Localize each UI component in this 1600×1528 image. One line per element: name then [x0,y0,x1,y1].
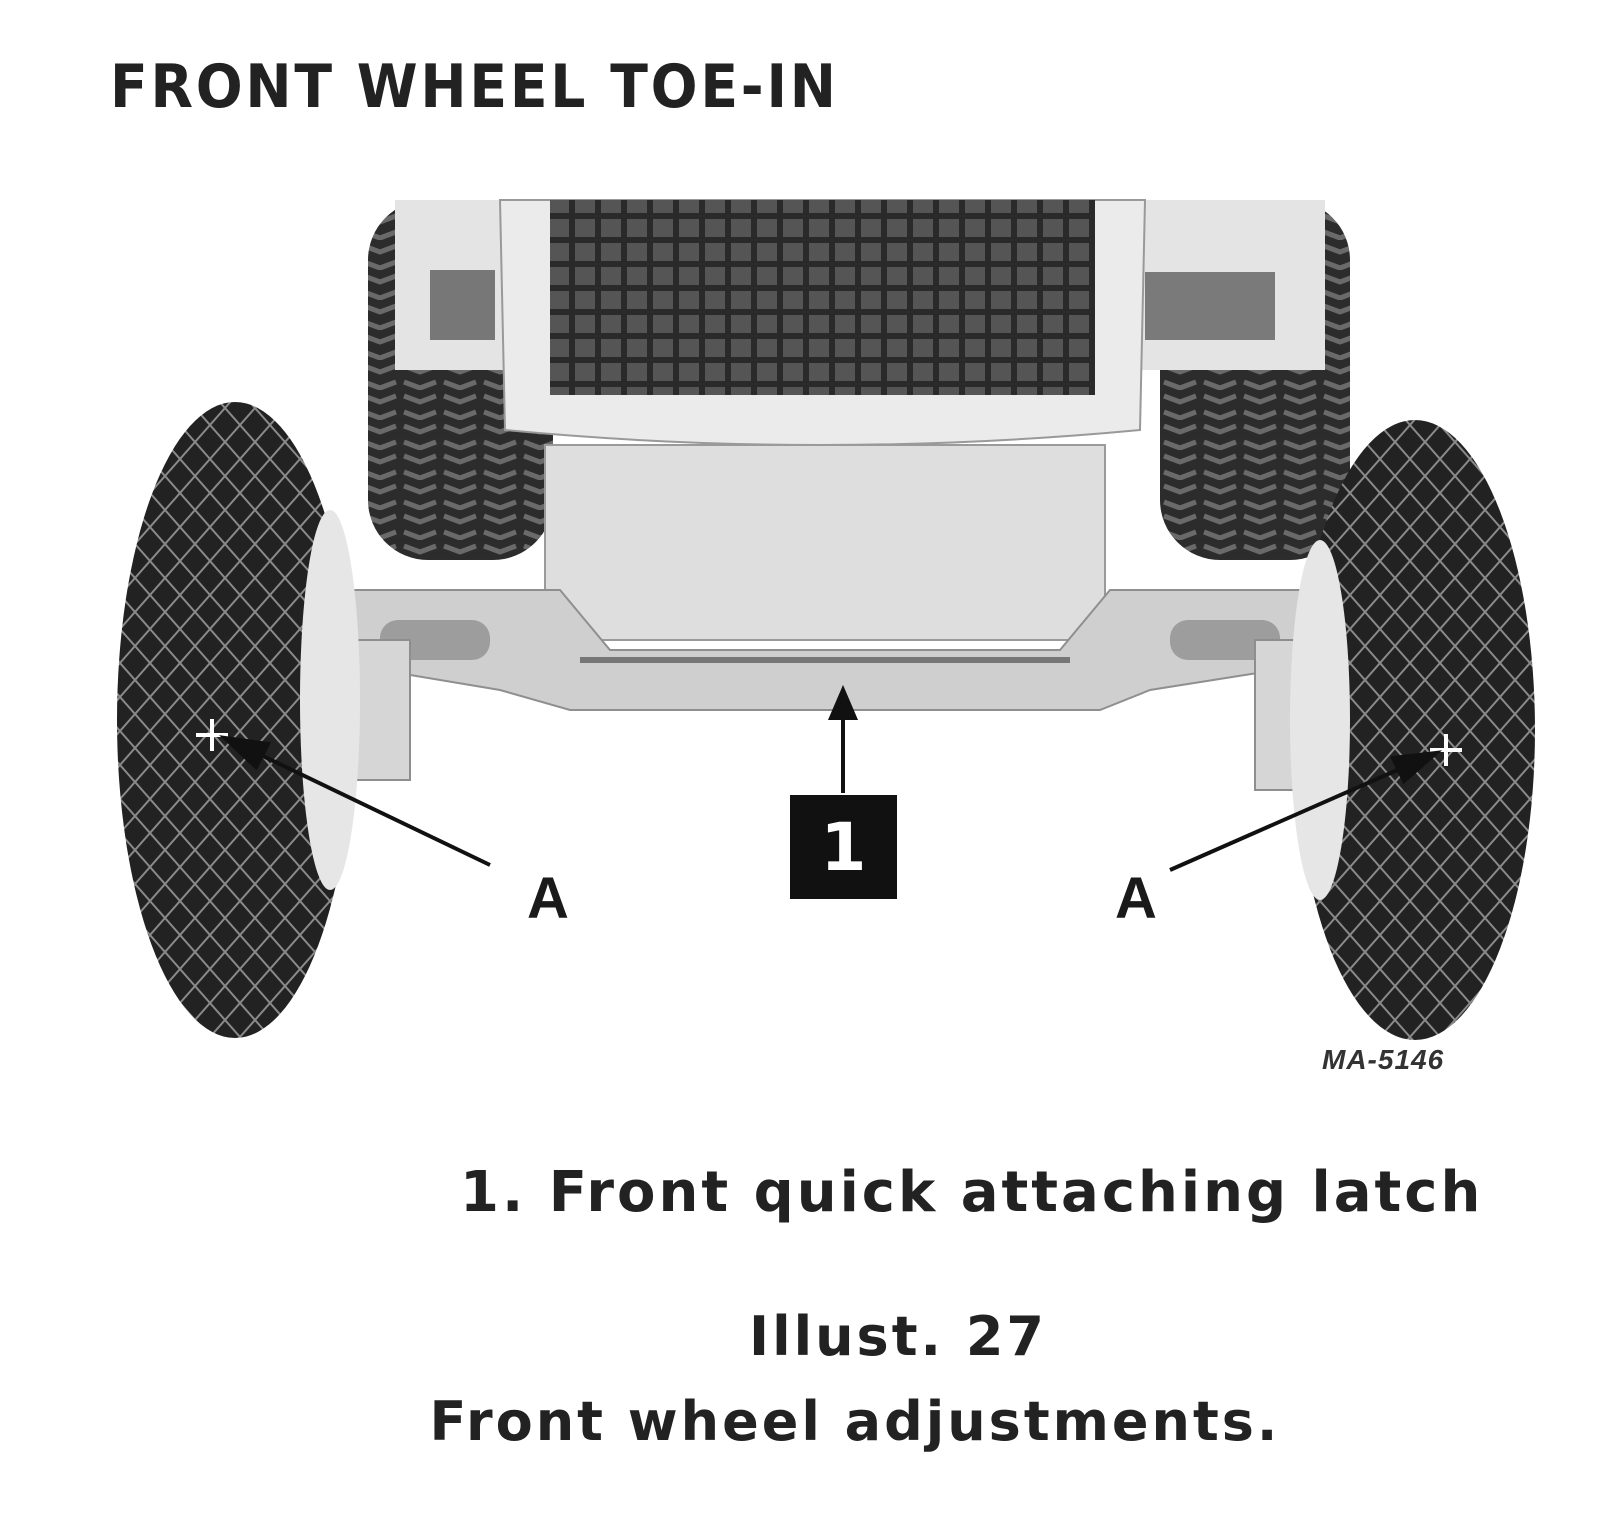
illust-number: Illust. 27 [0,1305,1600,1368]
illust-number-text: Illust. 27 [749,1305,1047,1368]
legend-item-1: 1. Front quick attaching latch [460,1160,1484,1225]
left-leader-arrow [219,735,491,867]
left-measure-mark [196,719,228,751]
caption-text-value: Front wheel adjustments. [429,1390,1281,1453]
callout-a-right: A [1115,866,1157,931]
callout-a-left: A [527,866,569,931]
page-heading: FRONT WHEEL TOE-IN [110,52,839,122]
caption-text: Front wheel adjustments. [0,1390,1600,1453]
callout-number-box: 1 [790,795,897,899]
front-left-tire [117,402,360,1038]
right-leader-arrow [1169,750,1443,872]
latch-leader-arrow [827,684,859,793]
image-code: MA-5146 [1322,1044,1445,1075]
tractor-front-photo [117,199,1535,1040]
right-measure-mark [1430,734,1462,766]
